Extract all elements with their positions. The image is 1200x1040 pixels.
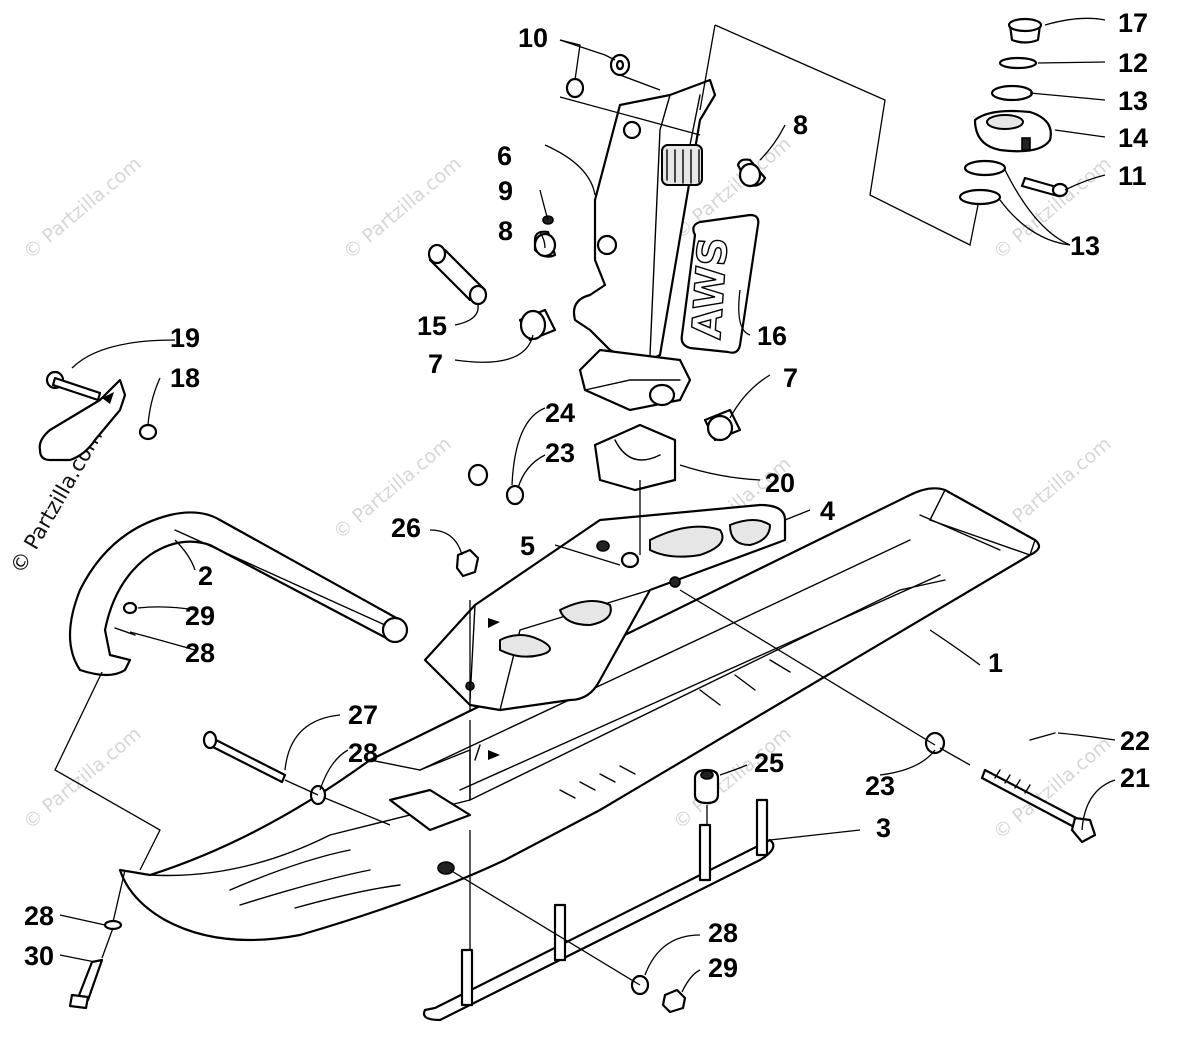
bushings	[427, 158, 767, 442]
callout-23b: 23	[865, 771, 895, 801]
callout-10: 10	[518, 23, 548, 53]
bolt-30	[68, 919, 123, 1010]
washers-10	[565, 53, 631, 99]
watermark: © Partzilla.com	[19, 153, 145, 264]
callout-7a: 7	[428, 349, 443, 379]
ski-saddle	[423, 503, 787, 712]
ski-loop	[68, 511, 409, 677]
callout-16: 16	[757, 321, 787, 351]
callout-21: 21	[1120, 763, 1150, 793]
callout-8a: 8	[793, 110, 808, 140]
loop-hardware	[114, 601, 138, 636]
callout-29b: 29	[708, 953, 738, 983]
spacer-block	[593, 423, 677, 492]
aws-decal: AWS	[680, 213, 760, 354]
watermark: © Partzilla.com	[339, 153, 465, 264]
callout-25: 25	[754, 748, 784, 778]
callout-12: 12	[1118, 48, 1148, 78]
callout-13b: 13	[1070, 231, 1100, 261]
callout-9: 9	[498, 176, 513, 206]
callout-28b: 28	[348, 738, 378, 768]
callout-27: 27	[348, 700, 378, 730]
callout-19: 19	[170, 323, 200, 353]
callout-4: 4	[820, 496, 835, 526]
callout-24: 24	[545, 398, 575, 428]
callout-29a: 29	[185, 601, 215, 631]
callout-28a: 28	[185, 638, 215, 668]
callout-6: 6	[497, 141, 512, 171]
callout-28c: 28	[24, 901, 54, 931]
leader-lines	[54, 17, 1116, 993]
callout-17: 17	[1118, 8, 1148, 38]
spindle	[572, 78, 717, 412]
callout-14: 14	[1118, 123, 1148, 153]
callout-11: 11	[1118, 161, 1147, 191]
callout-7b: 7	[783, 363, 798, 393]
callout-15: 15	[417, 311, 447, 341]
callout-3: 3	[876, 813, 891, 843]
callout-labels: 1 2 3 4 5 6 7 7 8 8 9 10 11 12 13 13 14 …	[24, 8, 1150, 983]
callout-23a: 23	[545, 438, 575, 468]
spindle-cap-stack	[958, 17, 1069, 206]
callout-28d: 28	[708, 918, 738, 948]
callout-13a: 13	[1118, 86, 1148, 116]
callout-30: 30	[24, 941, 54, 971]
nuts	[455, 463, 720, 805]
decal-text: AWS	[684, 236, 737, 341]
bolt-21	[924, 731, 1097, 844]
callout-26: 26	[391, 513, 421, 543]
callout-8b: 8	[498, 216, 513, 246]
callout-22: 22	[1120, 726, 1150, 756]
bolt-27	[202, 730, 327, 806]
lower-nuts	[630, 974, 687, 1014]
callout-18: 18	[170, 363, 200, 393]
callout-5: 5	[520, 531, 535, 561]
callout-20: 20	[765, 468, 795, 498]
callout-1: 1	[988, 648, 1003, 678]
callout-2: 2	[198, 561, 213, 591]
watermark: © Partzilla.com	[19, 723, 145, 834]
